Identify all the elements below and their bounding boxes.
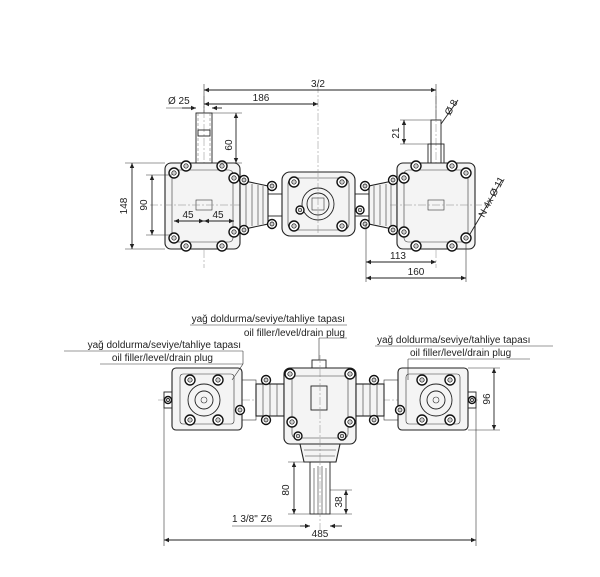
plug-notes: yağ doldurma/seviye/tahliye tapası oil f…	[64, 314, 553, 381]
dim-d25: Ø 25	[168, 96, 190, 107]
note-top-tr: yağ doldurma/seviye/tahliye tapası	[192, 314, 345, 325]
dim-60: 60	[224, 139, 235, 151]
note-left-tr: yağ doldurma/seviye/tahliye tapası	[88, 340, 241, 351]
right-gearbox-top	[390, 96, 485, 268]
top-view-bolts	[168, 160, 472, 252]
right-housing	[396, 162, 476, 250]
dim-80: 80	[281, 484, 292, 496]
dim-113: 113	[390, 251, 406, 262]
right-coupling-front	[355, 383, 385, 417]
center-gearbox-top	[281, 85, 356, 237]
front-view: yağ doldurma/seviye/tahliye tapası oil f…	[64, 314, 553, 546]
front-view-bolts	[163, 368, 477, 441]
note-left-en: oil filler/level/drain plug	[112, 353, 213, 364]
left-gearbox-front	[163, 367, 257, 431]
dim-372: 3/2	[311, 79, 325, 90]
dim-38: 38	[334, 496, 345, 508]
dim-45-right: 45	[212, 210, 224, 221]
note-right-en: oil filler/level/drain plug	[410, 348, 511, 359]
dim-bolt-holes: N 4x Ø 11	[477, 175, 508, 220]
note-top-en: oil filler/level/drain plug	[244, 328, 345, 339]
dim-d8: Ø 8	[443, 98, 461, 118]
top-view: 3/2 186 Ø 25 60 21 Ø 8 148 90	[119, 79, 508, 282]
dim-160: 160	[408, 267, 425, 278]
dim-186: 186	[253, 93, 270, 104]
top-view-dimensions: 3/2 186 Ø 25 60 21 Ø 8 148 90	[119, 79, 508, 282]
note-right-tr: yağ doldurma/seviye/tahliye tapası	[377, 335, 530, 346]
dim-96: 96	[482, 393, 493, 405]
dim-spline: 1 3/8" Z6	[232, 514, 273, 525]
top-filler-plug	[311, 359, 327, 369]
front-view-dimensions: 96 80 38 1 3/8" Z6 485	[163, 367, 500, 546]
dim-148: 148	[119, 197, 130, 214]
dim-45-left: 45	[182, 210, 194, 221]
center-gearbox-front	[283, 355, 357, 530]
dim-485: 485	[312, 529, 329, 540]
left-coupling-front	[255, 383, 285, 417]
dim-90: 90	[139, 199, 150, 211]
right-gearbox-front	[383, 367, 477, 431]
dim-21: 21	[391, 127, 402, 139]
